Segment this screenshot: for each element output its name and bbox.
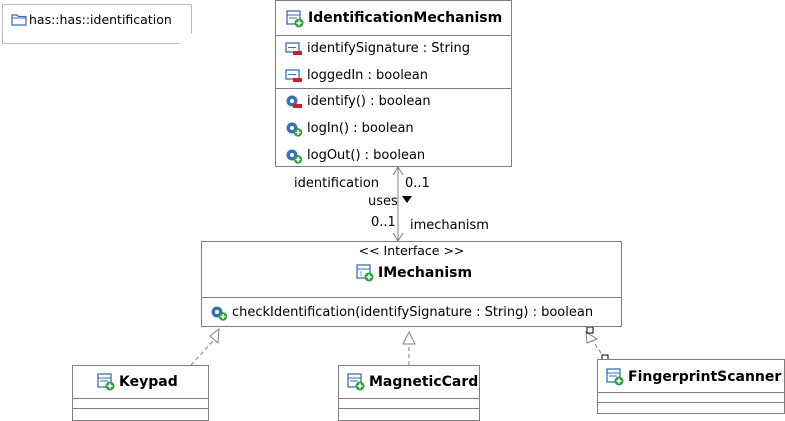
package-label: has::has::identification (29, 12, 172, 27)
class-magneticcard[interactable]: MagneticCard (338, 365, 480, 421)
interface-name: IMechanism (378, 265, 473, 281)
realization-keypad-line (190, 339, 215, 366)
class-name: Keypad (119, 374, 178, 390)
association-arrowhead-up (392, 166, 404, 176)
attributes-compartment (339, 398, 479, 408)
interface-stereotype: << Interface >> (358, 243, 465, 258)
association-multiplicity-target: 0..1 (371, 215, 396, 230)
class-name: IdentificationMechanism (308, 10, 503, 26)
package-box[interactable]: has::has::identification (2, 4, 192, 44)
operation-label: checkIdentification(identifySignature : … (232, 305, 594, 320)
private-attribute-icon (285, 69, 302, 82)
association-role-target: imechanism (410, 218, 489, 233)
association-name: uses (368, 194, 398, 209)
operations-compartment (339, 408, 479, 421)
operations-compartment (73, 408, 208, 421)
interface-header: << Interface >> I IMechanism (202, 242, 621, 294)
operation-label: logOut() : boolean (307, 148, 426, 163)
class-header: MagneticCard (339, 366, 479, 398)
interface-operations-compartment: checkIdentification(identifySignature : … (202, 297, 621, 330)
realization-keypad-arrowhead (209, 327, 220, 345)
operation-label: logIn() : boolean (307, 121, 414, 136)
association-direction-triangle (402, 196, 412, 203)
attribute-label: identifySignature : String (307, 41, 471, 56)
public-operation-gear-icon (211, 306, 228, 321)
class-icon (97, 373, 115, 391)
attribute-label: loggedIn : boolean (307, 68, 429, 83)
class-keypad[interactable]: Keypad (72, 365, 209, 421)
operations-compartment: identify() : boolean logIn() : boolean l… (276, 88, 511, 168)
operation-label: identify() : boolean (307, 94, 431, 109)
public-operation-gear-icon (286, 122, 303, 137)
class-name: MagneticCard (369, 374, 479, 390)
private-attribute-icon (285, 42, 302, 55)
realization-fingerprint-arrowhead (585, 331, 599, 344)
package-icon (11, 14, 27, 26)
class-header: Keypad (73, 366, 208, 398)
interface-icon: I (356, 264, 374, 282)
attributes-compartment: identifySignature : String loggedIn : bo… (276, 35, 511, 88)
attributes-compartment (598, 392, 784, 402)
class-header: FingerprintScanner (598, 360, 784, 392)
class-name: FingerprintScanner (628, 369, 782, 385)
interface-imechanism[interactable]: << Interface >> I IMechanism checkIdenti… (201, 241, 622, 327)
class-icon (286, 10, 304, 28)
association-role-source: identification (294, 176, 380, 191)
class-fingerprintscanner[interactable]: FingerprintScanner (597, 359, 785, 414)
class-header: IdentificationMechanism (276, 1, 511, 35)
class-identificationmechanism[interactable]: IdentificationMechanism identifySignatur… (275, 0, 512, 167)
operations-compartment (598, 402, 784, 414)
public-operation-gear-icon (286, 149, 303, 164)
class-icon (347, 373, 365, 391)
realization-magneticcard-arrowhead (402, 330, 416, 345)
class-icon (606, 368, 624, 386)
svg-text:I: I (360, 270, 362, 278)
association-multiplicity-source: 0..1 (405, 176, 430, 191)
private-operation-gear-icon (286, 95, 302, 108)
attributes-compartment (73, 398, 208, 408)
anchor-handle-top (586, 326, 594, 334)
